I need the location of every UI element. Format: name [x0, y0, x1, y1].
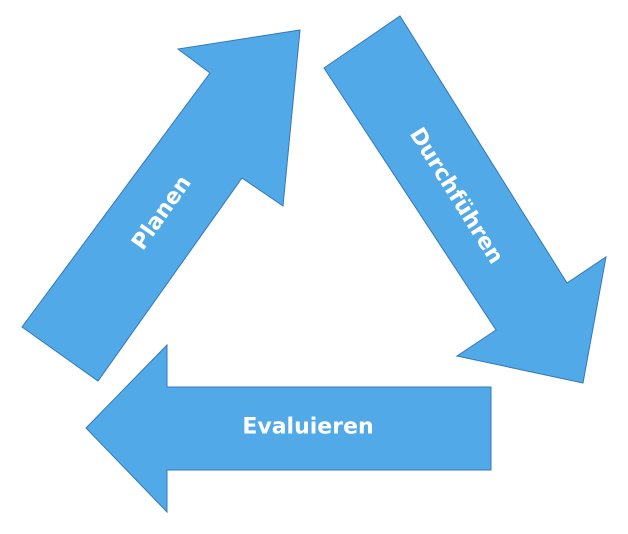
arrow-evaluate: Evaluieren — [85, 343, 492, 514]
arrow-plan: Planen — [21, 29, 301, 382]
arrow-plan-shape — [21, 29, 301, 382]
arrow-execute: Durchführen — [323, 15, 607, 384]
arrow-evaluate-shape — [85, 343, 492, 514]
arrow-execute-shape — [323, 15, 607, 384]
arrow-evaluate-label: Evaluieren — [242, 415, 373, 440]
